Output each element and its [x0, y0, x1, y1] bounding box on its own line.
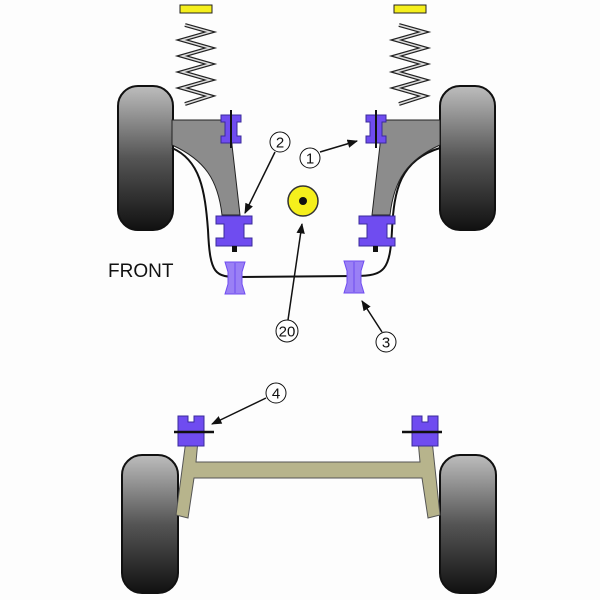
svg-text:20: 20 — [279, 324, 296, 341]
front-right-wheel — [439, 85, 496, 231]
callout-2: 2 — [244, 131, 291, 214]
bushing-4-right — [402, 415, 442, 447]
bushing-20 — [287, 185, 319, 217]
anti-roll-bar — [171, 147, 441, 279]
bushing-1-left — [220, 110, 242, 148]
spring-left — [174, 4, 218, 106]
svg-text:4: 4 — [272, 386, 280, 403]
front-label: FRONT — [108, 261, 174, 282]
rear-left-wheel — [121, 454, 179, 594]
rear-beam — [175, 439, 441, 519]
rear-right-wheel — [439, 454, 497, 594]
spring-right — [388, 4, 432, 106]
front-left-arm — [171, 119, 241, 216]
callout-3: 3 — [361, 300, 397, 353]
bushing-1-right — [365, 110, 387, 148]
front-right-arm — [371, 119, 441, 216]
svg-text:1: 1 — [306, 151, 314, 168]
callout-4: 4 — [211, 382, 287, 425]
callout-1: 1 — [299, 139, 359, 169]
bushing-3-left — [224, 261, 246, 295]
svg-text:3: 3 — [382, 335, 390, 352]
callout-20: 20 — [275, 222, 305, 343]
bushing-2-left — [215, 215, 253, 252]
bushing-4-left — [174, 415, 214, 447]
bushing-2-right — [358, 215, 396, 252]
front-left-wheel — [117, 85, 174, 231]
svg-text:2: 2 — [276, 135, 284, 152]
bushing-3-right — [343, 260, 365, 294]
